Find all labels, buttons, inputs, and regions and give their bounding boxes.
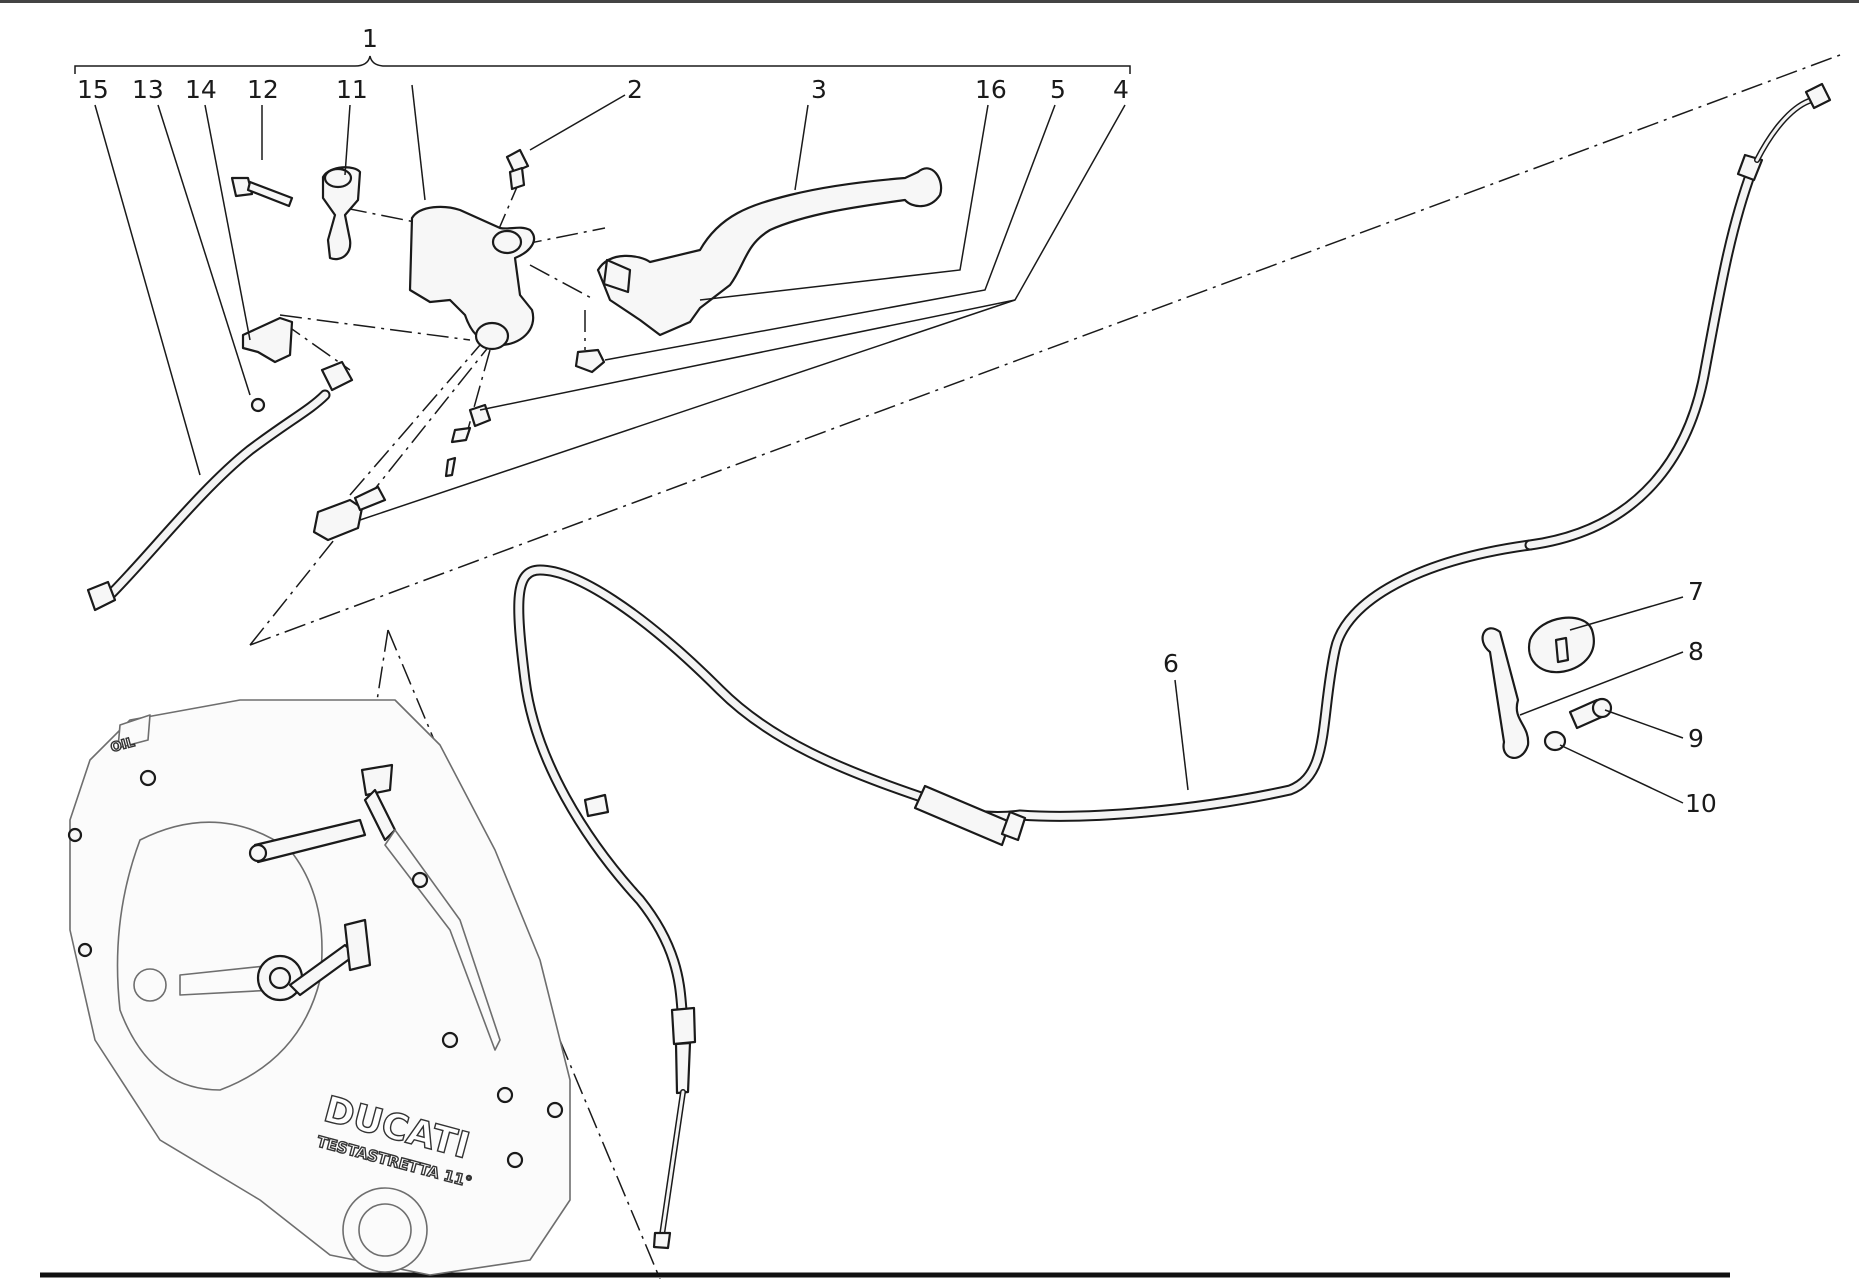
assembly-bracket xyxy=(74,55,1131,74)
callout-16: 16 xyxy=(975,75,1007,104)
callout-11: 11 xyxy=(336,75,368,104)
callout-14: 14 xyxy=(185,75,217,104)
clutch-lever-assembly xyxy=(86,148,943,612)
leader-lines xyxy=(94,84,1684,804)
clutch-cover: OIL DUCATI TESTASTRETTA 11° xyxy=(67,699,571,1276)
callout-labels: 1 15 13 14 12 11 2 3 16 5 4 6 7 8 9 10 xyxy=(77,24,1717,818)
callout-5: 5 xyxy=(1050,75,1066,104)
callout-15: 15 xyxy=(77,75,109,104)
callout-13: 13 xyxy=(132,75,164,104)
cable-guide-parts xyxy=(1481,616,1613,759)
callout-3: 3 xyxy=(811,75,827,104)
callout-12: 12 xyxy=(247,75,279,104)
callout-1: 1 xyxy=(362,24,378,53)
callout-6: 6 xyxy=(1163,649,1179,678)
callout-7: 7 xyxy=(1688,577,1704,606)
cover-oil-label: OIL xyxy=(109,735,136,756)
callout-8: 8 xyxy=(1688,637,1704,666)
callout-9: 9 xyxy=(1688,724,1704,753)
callout-10: 10 xyxy=(1685,789,1717,818)
callout-4: 4 xyxy=(1113,75,1129,104)
callout-2: 2 xyxy=(627,75,643,104)
clutch-cable xyxy=(513,82,1832,1250)
